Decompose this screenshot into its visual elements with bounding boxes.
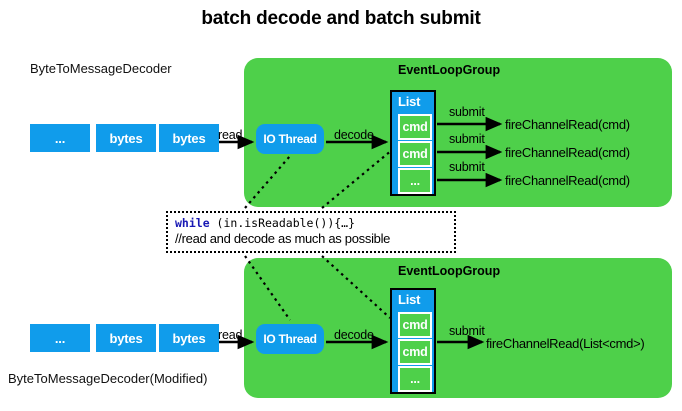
bottom-list-item-3: ... <box>398 366 432 392</box>
top-buffer-box-1: ... <box>30 124 90 152</box>
page-title: batch decode and batch submit <box>201 8 481 29</box>
bottom-buffer-box-1: ... <box>30 324 90 352</box>
bottom-buffer-box-3: bytes <box>159 324 219 352</box>
code-keyword-while: while <box>175 216 210 230</box>
top-sink-label-3: fireChannelRead(cmd) <box>505 173 630 188</box>
top-decoder-label: ByteToMessageDecoder <box>30 61 172 76</box>
top-list-label: List <box>398 94 421 109</box>
top-decode-arrow-label: decode <box>334 128 374 142</box>
top-list-item-3: ... <box>398 168 432 194</box>
top-submit-label-3: submit <box>449 160 485 174</box>
top-list-box: List cmd cmd ... <box>390 90 436 196</box>
code-note-box: while (in.isReadable()){…} //read and de… <box>166 211 456 253</box>
code-note-line-2: //read and decode as much as possible <box>175 231 391 246</box>
bottom-list-box: List cmd cmd ... <box>390 288 436 394</box>
bottom-submit-label-1: submit <box>449 324 485 338</box>
bottom-list-item-1: cmd <box>398 312 432 338</box>
top-buffer-box-2: bytes <box>96 124 156 152</box>
top-list-item-2: cmd <box>398 141 432 167</box>
top-submit-label-1: submit <box>449 105 485 119</box>
top-list-item-1: cmd <box>398 114 432 140</box>
top-read-arrow-label: read <box>218 128 243 142</box>
top-sink-label-1: fireChannelRead(cmd) <box>505 117 630 132</box>
top-sink-label-2: fireChannelRead(cmd) <box>505 145 630 160</box>
code-condition: (in.isReadable()){…} <box>209 216 356 230</box>
code-note-line-1: while (in.isReadable()){…} <box>175 216 448 231</box>
bottom-read-arrow-label: read <box>218 328 243 342</box>
bottom-list-item-2: cmd <box>398 339 432 365</box>
top-io-thread-box: IO Thread <box>256 124 324 154</box>
bottom-decode-arrow-label: decode <box>334 328 374 342</box>
top-panel-title: EventLoopGroup <box>398 63 501 77</box>
bottom-sink-label-1: fireChannelRead(List<cmd>) <box>486 336 645 351</box>
bottom-panel-title: EventLoopGroup <box>398 264 501 278</box>
bottom-list-label: List <box>398 292 421 307</box>
bottom-decoder-label: ByteToMessageDecoder(Modified) <box>8 371 208 386</box>
bottom-buffer-box-2: bytes <box>96 324 156 352</box>
bottom-io-thread-box: IO Thread <box>256 324 324 354</box>
top-submit-label-2: submit <box>449 132 485 146</box>
top-buffer-box-3: bytes <box>159 124 219 152</box>
